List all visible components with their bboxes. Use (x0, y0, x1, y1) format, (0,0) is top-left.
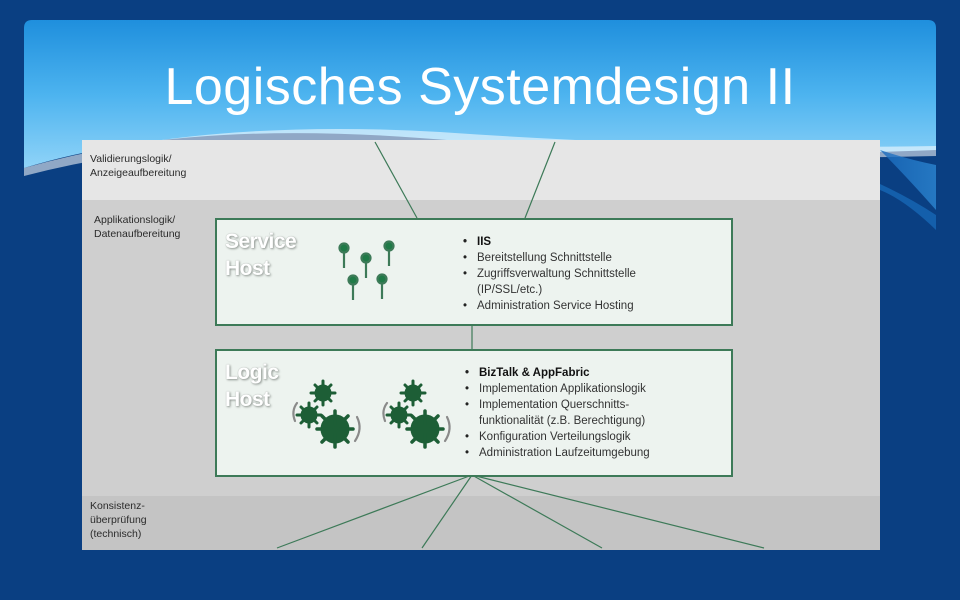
gear-icon (399, 379, 427, 407)
gear-icon (295, 401, 323, 429)
logic-host-box: Logic Host (215, 349, 733, 477)
connector-lines (276, 141, 765, 549)
service-host-title: Service Host (225, 230, 297, 280)
list-item: Bereitstellung Schnittstelle (461, 250, 721, 266)
presentation-layer-label: Validierungslogik/ Anzeigeaufbereitung (90, 153, 187, 179)
list-item: Implementation Querschnitts- funktionali… (463, 397, 725, 429)
gear-icon (405, 409, 445, 449)
list-item: Konfiguration Verteilungslogik (463, 429, 725, 445)
connector-line (276, 474, 473, 549)
connector-line (471, 474, 765, 549)
list-item: IIS (461, 234, 721, 250)
logic-host-title: Logic Host (225, 361, 279, 411)
service-host-list: IIS Bereitstellung Schnittstelle Zugriff… (461, 234, 721, 314)
connector-line (374, 141, 418, 219)
list-item: Administration Service Hosting (461, 298, 721, 314)
gears-icon (292, 379, 451, 449)
gear-icon (385, 401, 413, 429)
gear-icon (309, 379, 337, 407)
service-host-box: Service Host IIS Bereitstellung Schnitts… (215, 218, 733, 326)
connector-line (421, 474, 473, 549)
connector-line (471, 474, 603, 549)
presentation-layer-band (82, 140, 880, 200)
architecture-diagram: Validierungslogik/ Anzeigeaufbereitung A… (82, 140, 880, 550)
list-item: Implementation Applikationslogik (463, 381, 725, 397)
consistency-layer-label: Konsistenz- überprüfung (technisch) (90, 500, 147, 540)
list-item: BizTalk & AppFabric (463, 365, 725, 381)
logic-host-list: BizTalk & AppFabric Implementation Appli… (463, 365, 725, 461)
consistency-layer-band (82, 496, 880, 550)
list-item: Zugriffsverwaltung Schnittstelle (IP/SSL… (461, 266, 721, 298)
application-layer-label: Applikationslogik/ Datenaufbereitung (94, 214, 181, 240)
connector-line (524, 141, 556, 219)
gear-icon (315, 409, 355, 449)
slide-title: Logisches Systemdesign II (164, 58, 796, 116)
list-item: Administration Laufzeitumgebung (463, 445, 725, 461)
pins-icon (338, 240, 395, 300)
